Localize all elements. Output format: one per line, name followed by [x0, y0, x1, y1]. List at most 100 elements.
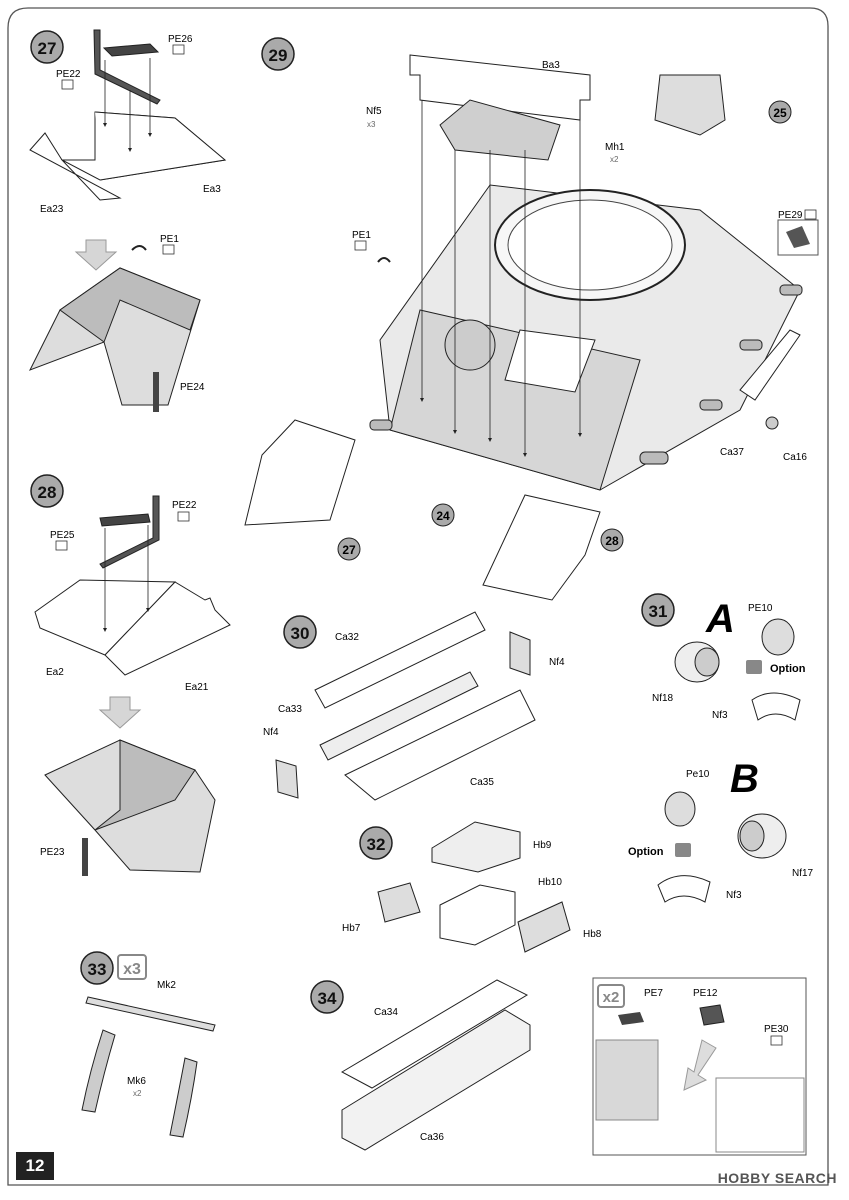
step-27-ref-number: 27 — [342, 543, 356, 557]
ea21-label: Ea21 — [185, 682, 209, 693]
pe22-part — [99, 495, 160, 569]
step-32-number: 32 — [367, 835, 386, 854]
ca32-part — [314, 611, 486, 709]
step-33: 33 x3 Mk2 Mk6 x2 — [80, 951, 216, 1138]
ea21-part — [104, 581, 231, 676]
nf17-label: Nf17 — [792, 868, 814, 879]
ca35-label: Ca35 — [470, 777, 494, 788]
step-28: 28 PE22 PE25 Ea2 Ea21 PE23 — [30, 474, 231, 876]
nf3-cover — [751, 692, 801, 721]
step-29-badge — [261, 37, 295, 71]
hb9-part — [431, 821, 521, 873]
nf4-left — [275, 759, 299, 799]
ea2-label: Ea2 — [46, 667, 64, 678]
pe26-part — [102, 43, 160, 57]
pe22-label: PE22 — [56, 69, 81, 80]
mh1-label: Mh1 — [605, 142, 625, 153]
ca33-label: Ca33 — [278, 704, 302, 715]
step-32-badge — [359, 826, 393, 860]
driver-hatch — [504, 329, 596, 393]
step-25-ref — [768, 100, 792, 124]
step-34: 34 Ca34 Ca36 x2 PE7 PE12 PE30 — [310, 977, 807, 1156]
etch-icon — [804, 209, 817, 220]
pe1-label: PE1 — [160, 234, 179, 245]
nf4-left-label: Nf4 — [263, 727, 279, 738]
step-27-number: 27 — [38, 39, 57, 58]
step-27-badge — [30, 30, 64, 64]
pe12-part — [699, 1004, 725, 1026]
mh1-grille — [439, 99, 561, 161]
hb10-part — [439, 884, 516, 946]
x2-badge: x2 — [610, 155, 619, 164]
right-fender — [482, 494, 601, 601]
ca36-label: Ca36 — [420, 1132, 444, 1143]
step-27: 27 PE26 PE22 Ea3 Ea23 PE1 PE24 — [28, 29, 227, 412]
x2-badge: x2 — [133, 1089, 142, 1098]
ca34-part — [340, 979, 529, 1089]
ca16-label: Ca16 — [783, 452, 807, 463]
ea23-label: Ea23 — [40, 204, 64, 215]
step-33-badge — [80, 951, 114, 985]
pe23-part — [82, 838, 88, 876]
pe1-label: PE1 — [352, 230, 371, 241]
step-32: 32 Hb9 Hb10 Hb7 Hb8 — [342, 821, 602, 953]
step-30-number: 30 — [291, 624, 310, 643]
step-28-number: 28 — [38, 483, 57, 502]
variant-b: B — [730, 757, 759, 801]
pe10-label: PE10 — [748, 603, 773, 614]
ba3-label: Ba3 — [542, 60, 560, 71]
mk6-left — [81, 1029, 116, 1113]
pe29-part — [786, 226, 810, 248]
pe12-label: PE12 — [693, 988, 718, 999]
ca37-part — [739, 329, 801, 401]
x3-badge: x3 — [367, 120, 376, 129]
nf18-label: Nf18 — [652, 693, 674, 704]
nf5-label: Nf5 — [366, 106, 382, 117]
hb7-part — [377, 882, 421, 923]
option-icon — [746, 660, 762, 674]
ea3-label: Ea3 — [203, 184, 221, 195]
hb8-label: Hb8 — [583, 929, 602, 940]
page-number: 12 — [16, 1152, 54, 1180]
pe1-clip — [377, 257, 391, 263]
step-24-ref — [431, 503, 455, 527]
etch-icon — [177, 511, 190, 522]
x3-box — [117, 954, 147, 980]
mk6-right — [169, 1057, 198, 1138]
option-b-label: Option — [628, 846, 664, 858]
etch-icon — [61, 79, 74, 90]
pe22-part — [93, 29, 161, 105]
step-31-number: 31 — [649, 602, 668, 621]
ca33-part — [319, 671, 479, 761]
inset-view-1 — [595, 1039, 659, 1121]
ca32-label: Ca32 — [335, 632, 359, 643]
etch-icon — [354, 240, 367, 251]
pe1-clip — [131, 245, 147, 251]
watermark: HOBBY SEARCH — [717, 1170, 837, 1186]
pe10-b-label: Pe10 — [686, 769, 710, 780]
hb8-part — [517, 901, 571, 953]
pe7-label: PE7 — [644, 988, 663, 999]
nf4-right — [509, 631, 531, 676]
option-a-label: Option — [770, 663, 806, 675]
x2-box — [597, 984, 625, 1008]
pe25-label: PE25 — [50, 530, 75, 541]
pe7-part — [618, 1012, 644, 1025]
step-31: 31 A PE10 Nf18 Option Nf3 B Pe10 Nf17 Op… — [628, 593, 814, 903]
pe25-part — [99, 513, 151, 527]
mk2-part — [85, 996, 216, 1032]
mantlet — [444, 319, 496, 371]
x3-count: x3 — [123, 961, 141, 978]
ca36-part — [341, 1009, 531, 1151]
etch-icon — [172, 44, 185, 55]
step-31-badge — [641, 593, 675, 627]
ca37-label: Ca37 — [720, 447, 744, 458]
nf3-b-cover — [657, 875, 711, 903]
pe30-label: PE30 — [764, 1024, 789, 1035]
nf3-label: Nf3 — [712, 710, 728, 721]
etch-icon — [55, 540, 68, 551]
step-34-badge — [310, 980, 344, 1014]
pe22-label: PE22 — [172, 500, 197, 511]
variant-a: A — [705, 597, 735, 641]
